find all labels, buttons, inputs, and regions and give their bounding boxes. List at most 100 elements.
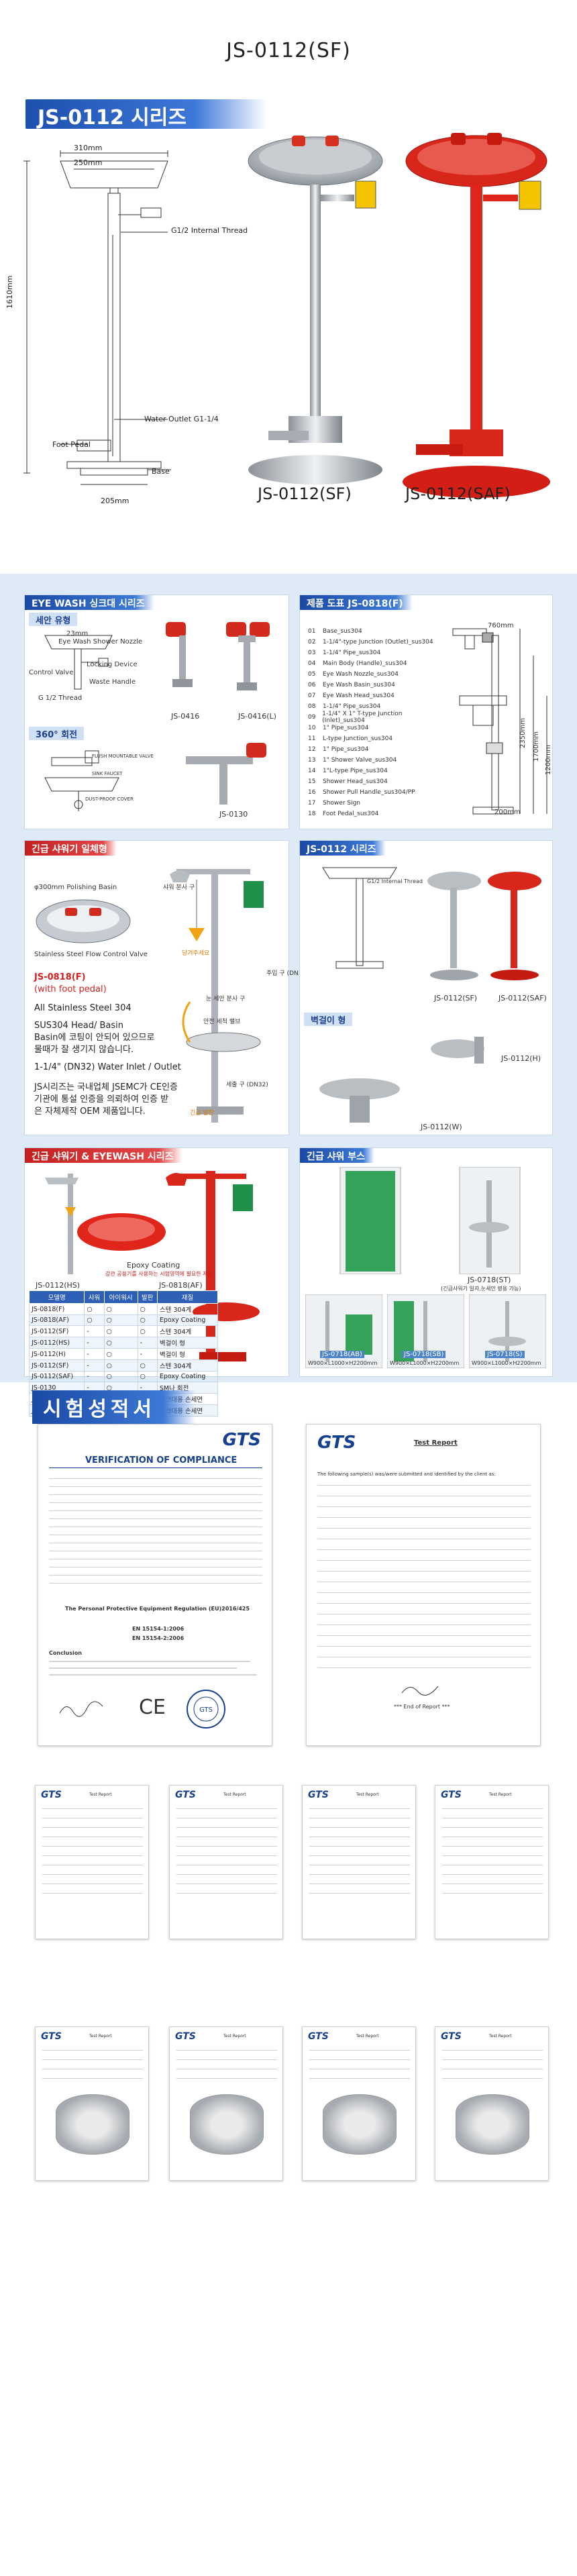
parts-item-name: 1-1/4" Pipe_sus304	[323, 650, 381, 656]
voc-standard-1: EN 15154-1:2006	[132, 1626, 185, 1632]
thumb-row-line	[42, 1893, 143, 1894]
voc-line-1	[49, 1661, 250, 1662]
callout-safety-valve: 안전 세척 밸브	[203, 1019, 241, 1025]
table-cell: JS-0112(HS)	[28, 1337, 85, 1349]
document-row-line	[317, 1646, 531, 1647]
table-row: JS-0112(H)-○-벽걸이 형	[28, 1348, 219, 1360]
model-js0112h: JS-0112(H)	[501, 1054, 541, 1063]
spec-table-header: 샤워	[84, 1290, 105, 1304]
gts-logo-report: GTS	[317, 1433, 356, 1453]
document-row-line	[49, 1583, 262, 1584]
basin-photo	[36, 899, 131, 943]
certificate-test-report: GTS Test Report The following sample(s) …	[306, 1424, 541, 1746]
document-row-line	[317, 1592, 531, 1593]
document-row-line	[317, 1635, 531, 1636]
thumb-row-line	[442, 1827, 543, 1828]
parts-item-number: 13	[308, 757, 316, 764]
document-row-line	[49, 1575, 262, 1576]
document-row-line	[317, 1506, 531, 1507]
table-cell: ○	[103, 1359, 138, 1372]
booth-photo-main	[339, 1167, 401, 1274]
thumb-row-line	[309, 2050, 410, 2051]
booth-variant-s	[469, 1294, 546, 1368]
thumb-row-line	[442, 1874, 543, 1875]
voc-signature	[59, 1701, 103, 1717]
epoxy-basin-photo	[77, 1213, 166, 1251]
panel-js0112-tab: JS-0112 시리즈	[300, 841, 386, 856]
gts-logo-thumb: GTS	[41, 2031, 62, 2042]
booth-variant-ab	[305, 1294, 382, 1368]
parts-item-number: 17	[308, 800, 316, 807]
parts-item-name: L-type Junction_sus304	[323, 735, 393, 742]
dim-760: 760mm	[488, 622, 514, 629]
table-cell: -	[137, 1337, 158, 1349]
label-locking: Locking Device	[87, 661, 138, 668]
table-cell: 스텐 304계	[156, 1359, 219, 1372]
voc-line-2	[49, 1667, 237, 1669]
js0112w-photo	[319, 1078, 400, 1123]
label-23mm: 23mm	[66, 630, 89, 637]
emergency-shower-photo	[170, 869, 264, 1123]
thumb-row-line	[442, 2050, 543, 2051]
model-js0130: JS-0130	[219, 810, 248, 819]
svg-text:GTS: GTS	[199, 1706, 213, 1714]
parts-item-number: 03	[308, 650, 316, 656]
voc-subtitle: The Personal Protective Equipment Regula…	[65, 1606, 250, 1612]
thumb-product-photo	[190, 2094, 264, 2155]
parts-item-name: Eye Wash Nozzle_sus304	[323, 671, 399, 678]
dim-2350: 2350mm	[519, 718, 527, 748]
thumb-row-line	[309, 1874, 410, 1875]
thumb-row-line	[42, 2059, 143, 2060]
table-cell: JS-0818(F)	[28, 1303, 85, 1315]
parts-item-number: 14	[308, 768, 316, 774]
panel-shower-booth: 긴급 샤워 부스 JS-0718(ST) (긴급샤워기 일자,눈세안 병용 가능…	[299, 1147, 553, 1377]
thumb-row-line	[309, 1855, 410, 1856]
product-photo-stainless	[248, 136, 383, 484]
spec-line-3: Basin에 코팅이 안되어 있으므로	[34, 1033, 155, 1043]
booth-note: (긴급샤워기 일자,눈세안 병용 가능)	[441, 1286, 521, 1292]
spec-line-1: All Stainless Steel 304	[34, 1003, 132, 1013]
parts-item-number: 08	[308, 703, 316, 710]
table-cell: 벽걸이 형	[156, 1348, 219, 1360]
gts-logo: GTS	[222, 1430, 261, 1450]
thumb-row-line	[42, 2050, 143, 2051]
parts-item-number: 04	[308, 660, 316, 667]
parts-item-number: 07	[308, 692, 316, 699]
label-dust-cover: DUST-PROOF COVER	[85, 796, 134, 802]
subtab-wall: 벽걸이 형	[304, 1013, 353, 1026]
thumb-report-title: Test Report	[223, 1792, 246, 1797]
model-js0112sf: JS-0112(SF)	[434, 994, 478, 1002]
gts-logo-thumb: GTS	[441, 2031, 462, 2042]
thumb-row-line	[442, 1808, 543, 1809]
thumb-row-line	[42, 1808, 143, 1809]
table-cell: ○	[84, 1315, 105, 1326]
page-title: JS-0112(SF)	[226, 39, 351, 62]
thumb-row-line	[309, 1846, 410, 1847]
panel-eyewash-tab: EYE WASH 싱크대 시리즈	[25, 595, 154, 610]
series-banner: JS-0112 시리즈	[25, 99, 267, 130]
thumb-row-line	[442, 1855, 543, 1856]
table-cell: ○	[137, 1325, 158, 1337]
parts-item-number: 16	[308, 789, 316, 796]
table-cell: ○	[137, 1303, 158, 1315]
technical-drawing	[23, 150, 171, 485]
table-cell: ○	[137, 1315, 158, 1326]
epoxy-title: Epoxy Coating	[127, 1261, 180, 1270]
js0130-drawing	[44, 750, 119, 811]
dim-200: 200mm	[494, 809, 521, 816]
document-row-line	[317, 1528, 531, 1529]
thumb-row-line	[176, 1846, 277, 1847]
table-cell: -	[84, 1348, 105, 1360]
js0112-thread: G1/2 Internal Thread	[367, 878, 423, 884]
dim-width-inner: 250mm	[74, 158, 103, 167]
model-js0112hs: JS-0112(HS)	[36, 1281, 81, 1290]
callout-shower-outlet: 샤워 분사 구	[163, 884, 195, 891]
